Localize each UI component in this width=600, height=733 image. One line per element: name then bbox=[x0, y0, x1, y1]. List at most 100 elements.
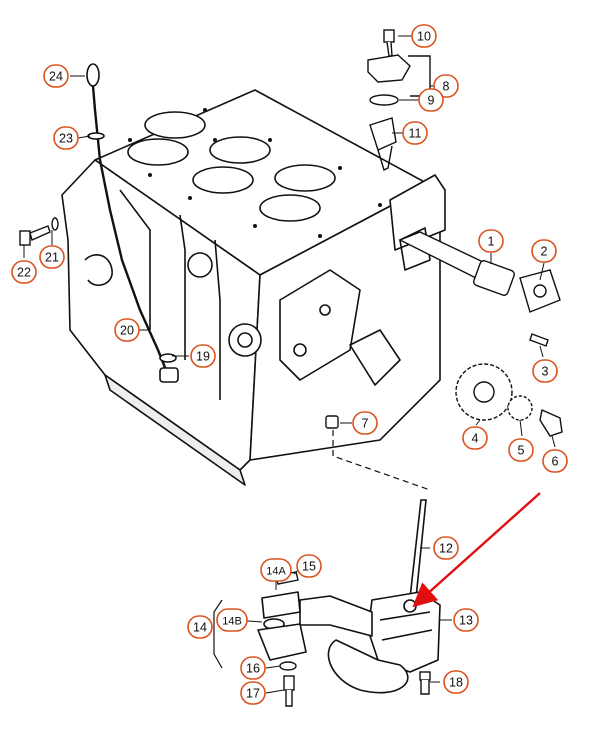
callout-14a: 14A bbox=[260, 558, 292, 582]
cap-8 bbox=[367, 54, 411, 83]
pickup-flange bbox=[257, 623, 307, 661]
bolt-17-head bbox=[283, 675, 295, 691]
callout-15: 15 bbox=[296, 554, 322, 578]
callout-bubble bbox=[11, 260, 37, 284]
callout-label: 14A bbox=[266, 566, 286, 578]
callout-bubble bbox=[53, 126, 79, 150]
callout-3: 3 bbox=[532, 359, 558, 383]
dipstick-seal bbox=[87, 132, 105, 140]
callout-16: 16 bbox=[240, 656, 266, 680]
callout-bubble bbox=[190, 344, 216, 368]
washer-21 bbox=[51, 217, 59, 231]
callout-label: 3 bbox=[542, 365, 549, 379]
callout-bubble bbox=[462, 426, 488, 450]
callout-label: 14 bbox=[193, 621, 207, 635]
callout-label: 9 bbox=[428, 94, 435, 108]
callout-bubble bbox=[240, 656, 266, 680]
oil-pump-13 bbox=[257, 591, 441, 694]
callout-label: 12 bbox=[439, 542, 453, 556]
callout-label: 10 bbox=[417, 30, 431, 44]
tube-base bbox=[159, 367, 179, 383]
bolt-22 bbox=[19, 217, 59, 246]
callout-label: 7 bbox=[362, 417, 369, 431]
callout-bubble bbox=[216, 608, 248, 632]
bolt-10 bbox=[383, 29, 395, 43]
callout-label: 24 bbox=[49, 70, 63, 84]
callout-7: 7 bbox=[352, 411, 378, 435]
drive-gear-11 bbox=[369, 117, 397, 151]
dowel-7 bbox=[325, 415, 339, 429]
intermediate-shaft-assembly bbox=[398, 231, 563, 437]
callout-bubble bbox=[531, 239, 557, 263]
callout-6: 6 bbox=[542, 449, 568, 473]
callout-20: 20 bbox=[114, 318, 140, 342]
alignment-line bbox=[332, 430, 431, 491]
dipstick-assembly bbox=[86, 63, 179, 383]
pickup-pipe-14 bbox=[299, 595, 373, 637]
callout-23: 23 bbox=[53, 126, 79, 150]
dipstick-tube bbox=[91, 85, 168, 371]
callout-label: 1 bbox=[488, 235, 495, 249]
tube-o-ring bbox=[159, 353, 177, 363]
callout-11: 11 bbox=[402, 121, 428, 145]
callout-bubble bbox=[532, 359, 558, 383]
callout-18: 18 bbox=[443, 670, 469, 694]
callout-bubble bbox=[418, 88, 444, 112]
pickup-strainer bbox=[327, 639, 409, 694]
callout-bubble bbox=[508, 438, 534, 462]
callout-bubble bbox=[478, 229, 504, 253]
highlight-arrow bbox=[412, 492, 541, 608]
callout-9: 9 bbox=[418, 88, 444, 112]
callout-label: 21 bbox=[45, 251, 59, 265]
callout-bubble bbox=[433, 536, 459, 560]
callout-14: 14 bbox=[187, 615, 213, 639]
callout-bubble bbox=[240, 681, 266, 705]
bolt-3 bbox=[529, 333, 549, 347]
callout-label: 4 bbox=[472, 432, 479, 446]
callout-bubble bbox=[402, 121, 428, 145]
callout-14b: 14B bbox=[216, 608, 248, 632]
callout-label: 8 bbox=[443, 80, 450, 94]
pump-drive-shaft-12 bbox=[409, 499, 427, 599]
callout-1: 1 bbox=[478, 229, 504, 253]
callout-label: 23 bbox=[59, 132, 73, 146]
callout-10: 10 bbox=[411, 24, 437, 48]
callout-label: 17 bbox=[246, 687, 260, 701]
callout-2: 2 bbox=[531, 239, 557, 263]
callout-bubble bbox=[443, 670, 469, 694]
callout-13: 13 bbox=[453, 608, 479, 632]
bolt-18-head bbox=[419, 671, 431, 681]
callout-label: 20 bbox=[120, 324, 134, 338]
callout-bubble bbox=[260, 558, 292, 582]
callout-label: 18 bbox=[449, 676, 463, 690]
cap-assembly bbox=[367, 29, 431, 171]
gasket-14a bbox=[261, 591, 301, 619]
callout-label: 15 bbox=[302, 560, 316, 574]
callout-label: 22 bbox=[17, 266, 31, 280]
callout-bubble bbox=[114, 318, 140, 342]
callout-12: 12 bbox=[433, 536, 459, 560]
engine-block bbox=[61, 89, 446, 486]
bolt-6 bbox=[539, 409, 563, 437]
callout-label: 5 bbox=[518, 444, 525, 458]
callout-label: 16 bbox=[246, 662, 260, 676]
callout-bubble bbox=[453, 608, 479, 632]
callout-label: 6 bbox=[552, 455, 559, 469]
callout-bubble bbox=[187, 615, 213, 639]
callout-bubble bbox=[542, 449, 568, 473]
washer-16 bbox=[279, 661, 297, 671]
callout-bubble bbox=[296, 554, 322, 578]
callout-label: 11 bbox=[409, 127, 422, 141]
callout-label: 13 bbox=[459, 614, 473, 628]
callout-17: 17 bbox=[240, 681, 266, 705]
callout-21: 21 bbox=[39, 245, 65, 269]
callout-bubble bbox=[352, 411, 378, 435]
callout-label: 14B bbox=[222, 616, 242, 628]
dipstick-handle bbox=[86, 63, 100, 87]
callout-bubble bbox=[39, 245, 65, 269]
callout-24: 24 bbox=[43, 64, 69, 88]
callout-4: 4 bbox=[462, 426, 488, 450]
callout-22: 22 bbox=[11, 260, 37, 284]
